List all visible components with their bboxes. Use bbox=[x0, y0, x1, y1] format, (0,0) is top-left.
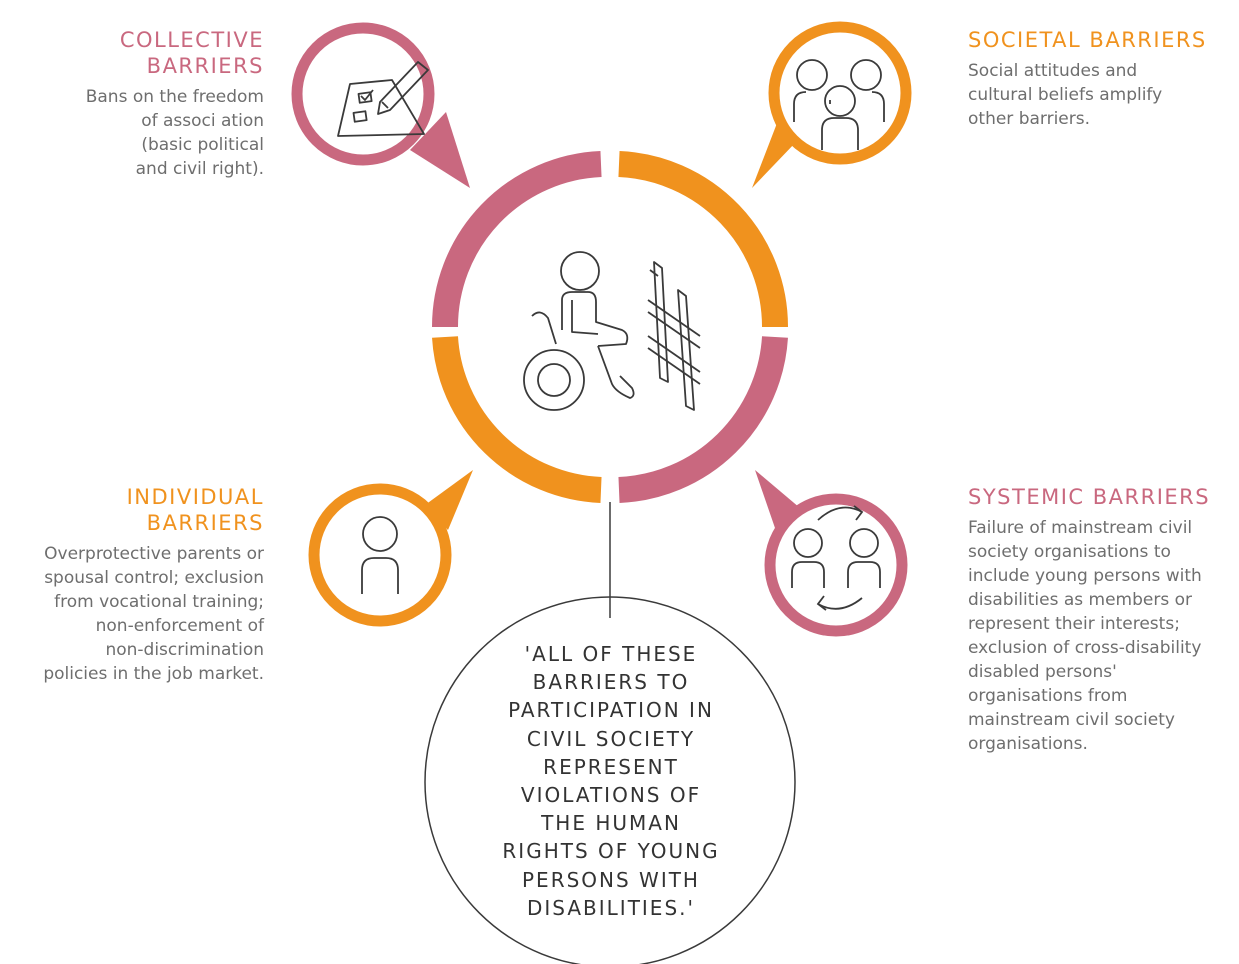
individual-barriers-block: INDIVIDUAL BARRIERS Overprotective paren… bbox=[4, 484, 264, 686]
wheelchair-user-with-barrier-icon bbox=[523, 251, 701, 411]
systemic-desc-line: mainstream civil society bbox=[968, 710, 1175, 730]
systemic-desc-line: exclusion of cross-disability bbox=[968, 638, 1202, 658]
systemic-title-line-1: SYSTEMIC BARRIERS bbox=[968, 485, 1211, 509]
systemic-desc-line: disabled persons' bbox=[968, 662, 1117, 682]
group-of-people-icon bbox=[793, 59, 885, 150]
systemic-description: Failure of mainstream civil society orga… bbox=[968, 516, 1238, 756]
societal-description: Social attitudes and cultural beliefs am… bbox=[968, 59, 1238, 131]
individual-desc-line: from vocational training; bbox=[54, 592, 264, 612]
systemic-desc-line: include young persons with bbox=[968, 566, 1202, 586]
individual-desc-line: non-discrimination bbox=[105, 640, 264, 660]
person-icon bbox=[361, 516, 399, 594]
individual-desc-line: spousal control; exclusion bbox=[44, 568, 264, 588]
ring-segment-bottom-left bbox=[432, 336, 602, 503]
systemic-desc-line: organisations from bbox=[968, 686, 1128, 706]
collective-desc-line: (basic political bbox=[141, 135, 264, 155]
individual-title-line-2: BARRIERS bbox=[146, 511, 264, 535]
quote-line: PARTICIPATION IN bbox=[508, 698, 714, 723]
societal-title-line-1: SOCIETAL BARRIERS bbox=[968, 28, 1207, 52]
central-ring bbox=[431, 151, 789, 503]
quote-line: 'ALL OF THESE bbox=[524, 642, 698, 666]
systemic-desc-line: Failure of mainstream civil bbox=[968, 518, 1193, 538]
ballot-voting-icon bbox=[337, 61, 429, 137]
collective-bubble bbox=[291, 22, 470, 188]
societal-barriers-block: SOCIETAL BARRIERS Social attitudes and c… bbox=[968, 27, 1238, 131]
systemic-bubble bbox=[755, 470, 908, 637]
collective-description: Bans on the freedom of associ ation (bas… bbox=[20, 85, 264, 181]
systemic-desc-line: organisations. bbox=[968, 734, 1088, 754]
societal-desc-line: Social attitudes and bbox=[968, 61, 1138, 81]
quote-line: REPRESENT bbox=[543, 754, 679, 779]
individual-title: INDIVIDUAL BARRIERS bbox=[4, 484, 264, 536]
quote-text: 'ALL OF THESE BARRIERS TO PARTICIPATION … bbox=[475, 640, 747, 922]
systemic-desc-line: society organisations to bbox=[968, 542, 1171, 562]
individual-desc-line: non-enforcement of bbox=[95, 616, 264, 636]
quote-line: THE HUMAN bbox=[541, 811, 681, 836]
two-people-exchange-icon bbox=[791, 505, 881, 611]
quote-line: CIVIL SOCIETY bbox=[526, 726, 696, 751]
individual-desc-line: Overprotective parents or bbox=[44, 544, 264, 564]
societal-title: SOCIETAL BARRIERS bbox=[968, 27, 1238, 53]
collective-barriers-block: COLLECTIVE BARRIERS Bans on the freedom … bbox=[20, 27, 264, 181]
societal-desc-line: other barriers. bbox=[968, 109, 1091, 129]
quote-line: RIGHTS OF YOUNG bbox=[502, 839, 720, 864]
quote-line: BARRIERS TO bbox=[532, 670, 690, 695]
collective-desc-line: Bans on the freedom bbox=[85, 87, 264, 107]
quote-line: VIOLATIONS OF bbox=[520, 783, 702, 808]
societal-bubble bbox=[752, 21, 912, 188]
quote-line: PERSONS WITH bbox=[522, 867, 700, 892]
systemic-desc-line: disabilities as members or bbox=[968, 590, 1193, 610]
quote-line: DISABILITIES.' bbox=[526, 895, 695, 920]
ring-segment-top-right bbox=[618, 151, 789, 328]
ring-segment-top-left bbox=[431, 151, 602, 328]
collective-desc-line: of associ ation bbox=[141, 111, 264, 131]
collective-title-line-2: BARRIERS bbox=[146, 54, 264, 78]
collective-desc-line: and civil right). bbox=[135, 159, 264, 179]
individual-bubble bbox=[308, 470, 473, 627]
systemic-barriers-block: SYSTEMIC BARRIERS Failure of mainstream … bbox=[968, 484, 1238, 756]
individual-description: Overprotective parents or spousal contro… bbox=[4, 542, 264, 686]
collective-title: COLLECTIVE BARRIERS bbox=[20, 27, 264, 79]
systemic-title: SYSTEMIC BARRIERS bbox=[968, 484, 1238, 510]
collective-title-line-1: COLLECTIVE bbox=[119, 28, 264, 52]
individual-title-line-1: INDIVIDUAL bbox=[126, 485, 264, 509]
quote-circle bbox=[424, 596, 796, 964]
ring-segment-bottom-right bbox=[618, 336, 788, 503]
societal-desc-line: cultural beliefs amplify bbox=[968, 85, 1163, 105]
individual-desc-line: policies in the job market. bbox=[43, 664, 264, 684]
systemic-desc-line: represent their interests; bbox=[968, 614, 1180, 634]
